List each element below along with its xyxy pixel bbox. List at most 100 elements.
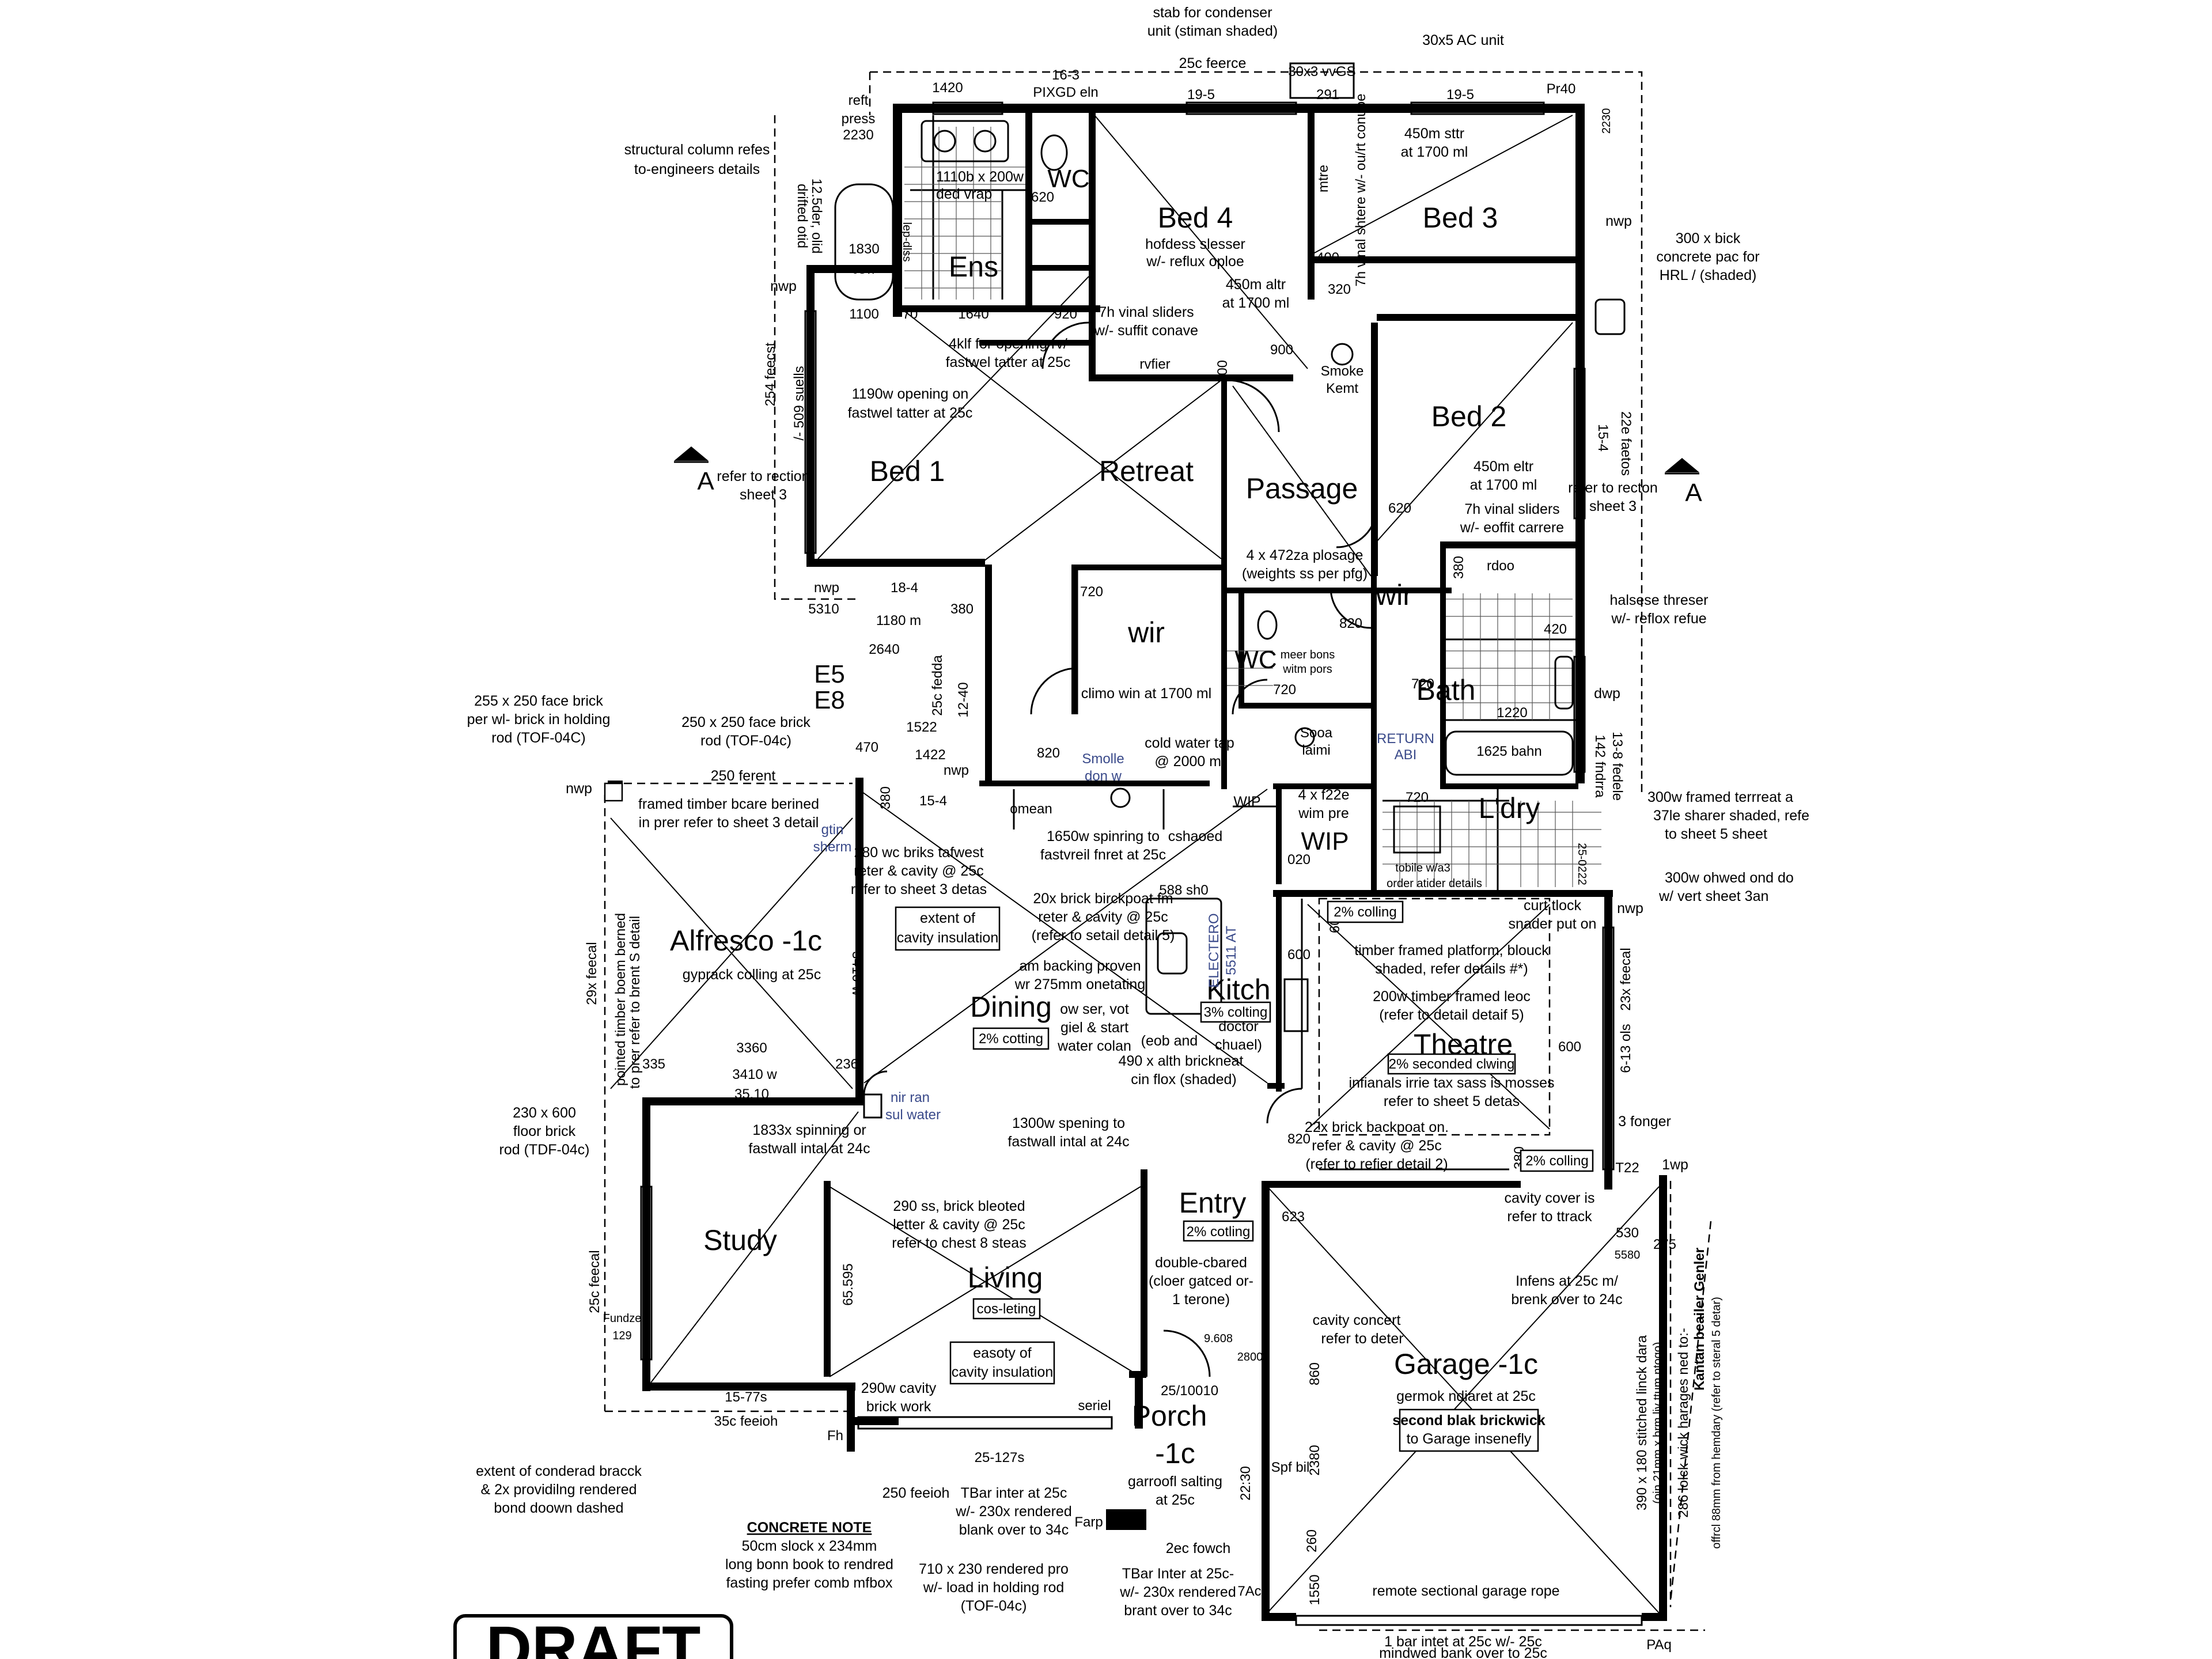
dim-335: 335 <box>642 1056 665 1072</box>
note-bed4-1: hofdess slesser <box>1145 236 1245 252</box>
note-concrete-3: fasting prefer comb mfbox <box>726 1575 893 1591</box>
note-backpost-2: refer & cavity @ 25c <box>1312 1138 1441 1154</box>
dim-2230-right: 2230 <box>1600 108 1613 134</box>
dim-2230: 2230 <box>843 127 873 143</box>
dim-5310: 5310 <box>808 601 839 617</box>
note-hardly-2: Kantan beailer Genler <box>1692 1248 1707 1391</box>
note-concrete-2: long bonn book to rendred <box>725 1556 893 1573</box>
note-conderad-2: & 2x providilng rendered <box>481 1482 637 1498</box>
note-tbar-3: blank over to 34c <box>959 1522 1069 1538</box>
note-drifted-2: 12.5der, olid <box>809 179 824 254</box>
note-sooa-1: Sooa <box>1300 725 1333 741</box>
note-backpost-3: (refer to refier detail 2) <box>1305 1156 1448 1172</box>
note-cooktop-1: (eob and <box>1141 1033 1198 1049</box>
note-r710-2: w/- load in holding rod <box>923 1580 1065 1596</box>
dim-720b: 720 <box>1273 682 1296 698</box>
note-wir-window: climo win at 1700 ml <box>1081 685 1211 702</box>
note-cold-tap-1: cold water tap <box>1145 735 1234 751</box>
note-entry-cotting: 2% cotling <box>1187 1224 1251 1240</box>
note-electric-2: 5511 AT <box>1224 926 1239 975</box>
note-section-right-1: refer to recton <box>1568 480 1658 496</box>
dim-800: 380 <box>1451 556 1467 579</box>
note-theatre-seconded: 2% seconded clwing <box>1389 1056 1515 1072</box>
note-nwp-left: nwp <box>770 278 797 294</box>
dim-820a: 820 <box>1037 745 1060 761</box>
note-thresher-2: w/- reflox refue <box>1611 611 1706 627</box>
note-nwp-ldry: nwp <box>1617 900 1643 916</box>
dim-588: 588 sh0 <box>1159 882 1208 898</box>
note-pa: PAq <box>1646 1637 1672 1653</box>
note-rvfier: rvfier <box>1139 357 1170 372</box>
note-living-bricks-1: 290 ss, brick bleoted <box>893 1198 1025 1214</box>
note-gtin-1: gtin <box>821 822 844 838</box>
tile-grids <box>904 127 1601 887</box>
note-cotting-top: 2% colling <box>1334 904 1396 920</box>
note-cavity-brick-1: 290w cavity <box>861 1380 937 1396</box>
dim-1422: 1422 <box>915 747 945 763</box>
note-framed-timber-1: framed timber bcare berined <box>638 796 819 812</box>
note-alfresco-beam-1: pointed timber boem berned <box>613 913 628 1086</box>
note-easity-2: cavity insulation <box>952 1364 1053 1380</box>
toilet-mid <box>1257 610 1278 640</box>
section-marker-right <box>1665 458 1699 472</box>
living-cotting-box <box>972 1298 1041 1320</box>
dim-623: 623 <box>1282 1209 1305 1225</box>
note-brickpoat-3: (refer to setail detail 5) <box>1032 927 1175 944</box>
note-wip-r-1: 4 x f22e <box>1298 787 1350 803</box>
note-air-run-2: sul water <box>885 1107 941 1123</box>
note-fence-top: 25c feerce <box>1179 55 1247 71</box>
dim-3360: 3360 <box>736 1040 767 1056</box>
room-entry: Entry <box>1179 1187 1247 1219</box>
dim-1550: 1550 <box>1307 1574 1323 1605</box>
note-bed2-slider-2: w/- eoffit carrere <box>1460 520 1564 536</box>
note-spin-1650-2: fastvreil fnret at 25c <box>1040 847 1166 863</box>
note-backing-1: am backing proven <box>1019 958 1141 974</box>
room-study: Study <box>703 1224 777 1256</box>
note-theatre-insul-2: refer to sheet 5 detas <box>1384 1093 1520 1109</box>
dim-15-4b: 15-4 <box>1595 424 1611 452</box>
room-wir-small: wir <box>1375 579 1412 611</box>
note-wp: 1wp <box>1662 1157 1688 1173</box>
theatre-cotting-top-box <box>1327 900 1404 923</box>
note-stitched-2: (oin 21mm x brm liv ttum ntogo) <box>1652 1342 1664 1503</box>
note-garage-door: remote sectional garage rope <box>1372 1583 1559 1599</box>
smoke-detector-1 <box>1331 343 1354 366</box>
dim-620: 620 <box>1031 190 1054 205</box>
cavity-ins-box <box>895 906 1001 951</box>
dim-1220: 1220 <box>1497 705 1527 721</box>
note-garage-box-2: to Garage insenefly <box>1407 1431 1532 1447</box>
note-nwp-bed1: nwp <box>814 580 839 596</box>
note-brickneat-2: cin flox (shaded) <box>1131 1071 1236 1088</box>
note-floor-brick-2: floor brick <box>513 1123 576 1139</box>
boundary-lines <box>604 71 1712 1631</box>
note-nwp-far-left: nwp <box>566 781 592 797</box>
note-tbar-b-3: brant over to 34c <box>1124 1603 1232 1619</box>
note-infens-1: Infens at 25c m/ <box>1516 1273 1618 1289</box>
note-theatre-insul-1: infianals irrie tax sass is mosses <box>1349 1075 1554 1091</box>
laundry-trough <box>1393 805 1441 854</box>
note-farp: Farp <box>1074 1514 1103 1530</box>
room-retreat: Retreat <box>1099 455 1194 487</box>
dim-720d: 720 <box>1406 790 1429 805</box>
dim-2640: 2640 <box>869 642 899 657</box>
note-bed3-ac-1: 450m sttr <box>1404 126 1464 142</box>
note-bed4-2: w/- reflux oploe <box>1146 253 1244 270</box>
dining-cotting-box <box>972 1027 1050 1050</box>
note-spin-1833-2: fastwall intal at 24c <box>748 1141 870 1157</box>
note-ec-fowch: 2ec fowch <box>1166 1540 1231 1556</box>
note-thresher-1: halsese threser <box>1610 592 1709 608</box>
note-fb255-2: per wl- brick in holding <box>467 711 611 728</box>
note-omean: omean <box>1010 801 1052 817</box>
note-wall-framed-3: to sheet 5 sheet <box>1665 826 1767 842</box>
dim-400: 400 <box>1316 250 1339 266</box>
note-wc-bricks-3: refer to sheet 3 detas <box>851 881 987 897</box>
note-spf-bil: Spf bil <box>1271 1460 1310 1475</box>
room-alfresco: Alfresco -1c <box>670 925 822 957</box>
note-plosage-1: 4 x 472za plosage <box>1247 547 1363 563</box>
dim-pr40: Pr40 <box>1547 81 1576 97</box>
note-fence-250-bottom: 250 feeioh <box>882 1485 950 1501</box>
note-water-3: water colan <box>1057 1038 1131 1054</box>
note-air-run-1: nir ran <box>891 1090 930 1105</box>
note-bath-1830: 1830 <box>849 241 879 257</box>
dim-65-595: 65.595 <box>840 1263 856 1305</box>
